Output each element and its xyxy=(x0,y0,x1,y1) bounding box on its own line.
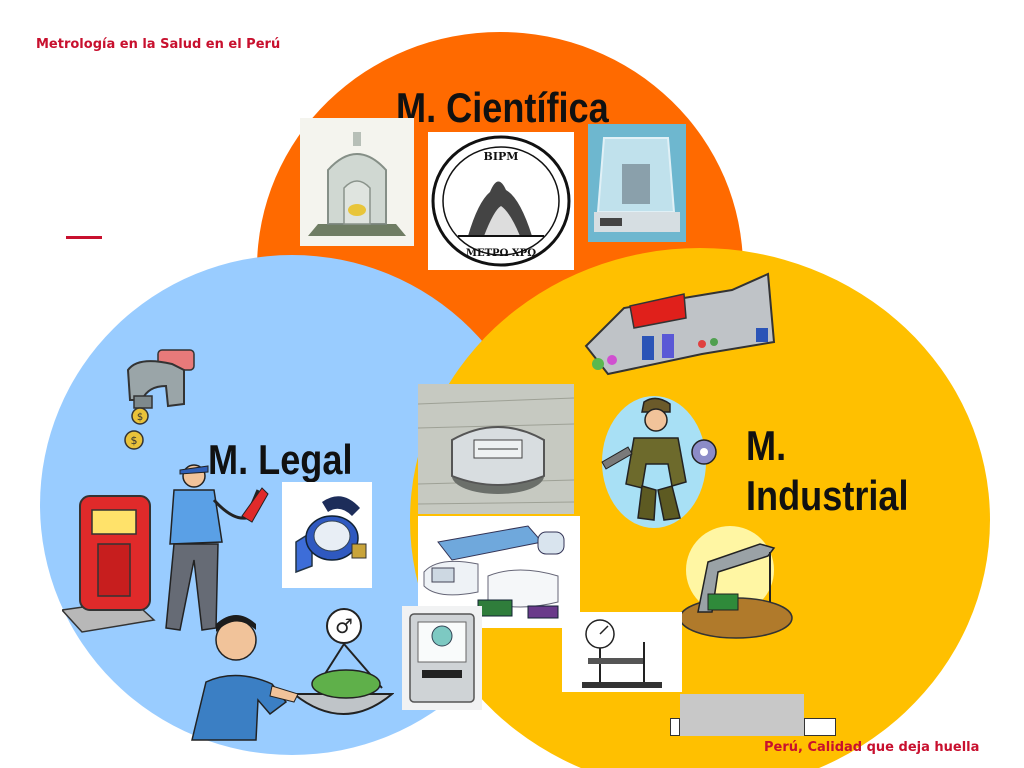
svg-text:$: $ xyxy=(137,412,143,423)
placeholder-block xyxy=(680,694,804,736)
svg-text:$: $ xyxy=(131,434,138,447)
svg-text:♂: ♂ xyxy=(335,614,353,638)
footer-slogan: Perú, Calidad que deja huella xyxy=(764,740,980,755)
kilogram-prototype-icon xyxy=(300,118,414,246)
gas-pump-attendant-icon xyxy=(62,464,269,633)
label-industrial-line1: M. xyxy=(746,422,787,469)
seal-text-top: BIPM xyxy=(484,150,519,163)
water-meter-icon xyxy=(282,482,372,588)
label-industrial-line2: Industrial xyxy=(746,472,909,520)
water-tap-icon: $ $ xyxy=(124,349,195,450)
factory-icon xyxy=(584,272,776,376)
placeholder-box-small xyxy=(670,718,680,736)
label-legal: M. Legal xyxy=(208,436,353,483)
bipm-seal-icon: BIPM METPΩ XPΩ xyxy=(428,132,574,270)
header-title: Metrología en la Salud en el Perú xyxy=(36,37,281,52)
label-industrial: M. Industrial xyxy=(746,422,944,520)
analytical-balance-icon xyxy=(588,124,686,242)
decorative-dash xyxy=(66,236,102,239)
worker-icon xyxy=(601,396,717,528)
pressure-gauge-icon xyxy=(562,612,682,692)
label-cientifica: M. Científica xyxy=(396,84,609,131)
seal-text-bottom: METPΩ XPΩ xyxy=(466,248,536,259)
placeholder-box xyxy=(804,718,836,736)
electricity-meter-icon xyxy=(418,384,574,514)
circle-industrial xyxy=(410,248,990,768)
oil-pumpjack-icon xyxy=(679,526,793,639)
electric-meter-icon xyxy=(402,606,482,710)
vendor-scale-icon: ♂ xyxy=(191,608,394,741)
